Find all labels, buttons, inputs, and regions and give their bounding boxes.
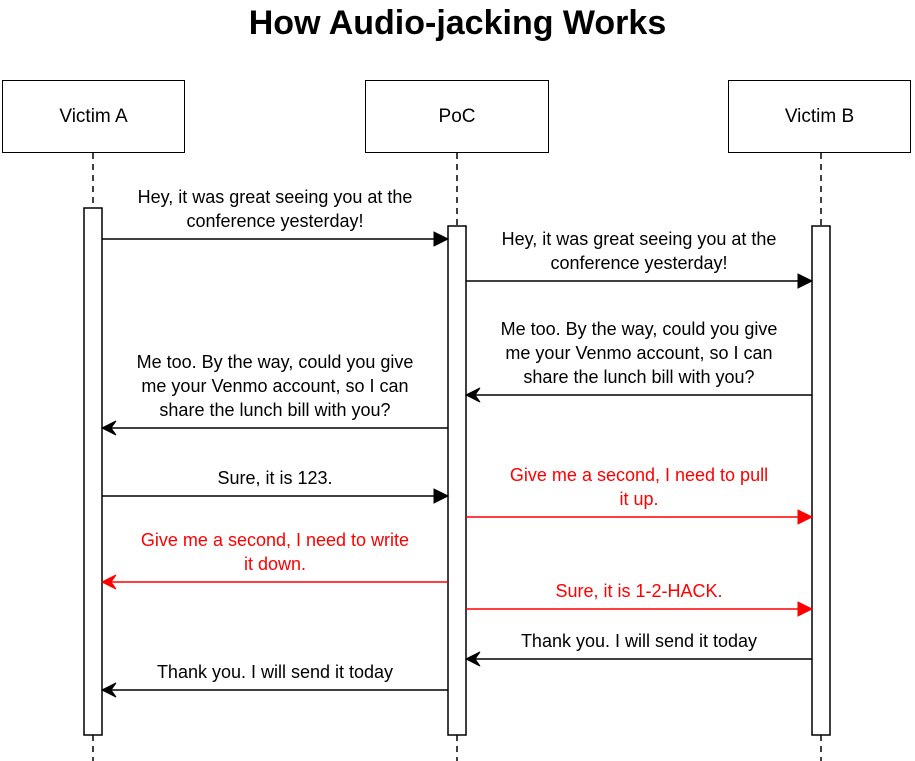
actor-victim-b: Victim B <box>728 80 911 153</box>
message-label-line: me your Venmo account, so I can <box>141 376 409 396</box>
message-label-line: it down. <box>243 554 307 574</box>
arrowhead-icon <box>433 231 450 247</box>
message-label: Hey, it was great seeing you at the confe… <box>466 227 812 275</box>
message-label-line: conference yesterday! <box>186 211 364 231</box>
arrowhead-icon <box>797 273 814 289</box>
actor-label: Victim B <box>784 105 855 127</box>
actor-victim-a: Victim A <box>2 80 185 153</box>
message-label-line: Sure, it is 1-2-HACK. <box>555 581 723 601</box>
message-label-line: me your Venmo account, so I can <box>505 343 773 363</box>
message-label-line: share the lunch bill with you? <box>159 400 391 420</box>
message-label: Thank you. I will send it today <box>466 629 812 653</box>
message-label: Hey, it was great seeing you at the confe… <box>102 185 448 233</box>
message-label-line: Hey, it was great seeing you at the <box>137 187 413 207</box>
message-label: Thank you. I will send it today <box>102 660 448 684</box>
actor-poc: PoC <box>365 80 549 153</box>
message-label: Sure, it is 1-2-HACK. <box>466 579 812 603</box>
message-label: Me too. By the way, could you give me you… <box>102 350 448 422</box>
actor-label: PoC <box>438 105 476 127</box>
arrowhead-icon <box>464 387 481 403</box>
arrowhead-icon <box>797 601 814 617</box>
message-label-line: share the lunch bill with you? <box>523 367 755 387</box>
message-label-line: Me too. By the way, could you give <box>136 352 414 372</box>
message-label-line: Thank you. I will send it today <box>520 631 758 651</box>
message-label-line: Give me a second, I need to write <box>140 530 410 550</box>
activation-bar-victim-b <box>811 225 831 736</box>
arrowhead-icon <box>100 420 117 436</box>
arrowhead-icon <box>100 682 117 698</box>
message-label: Me too. By the way, could you give me you… <box>466 317 812 389</box>
message-label-line: conference yesterday! <box>550 253 728 273</box>
message-label: Sure, it is 123. <box>102 466 448 490</box>
arrowhead-icon <box>797 509 814 525</box>
activation-bar-poc <box>447 225 467 736</box>
message-label-line: Sure, it is 123. <box>217 468 333 488</box>
message-label-line: Me too. By the way, could you give <box>500 319 778 339</box>
actor-label: Victim A <box>59 105 128 127</box>
message-label: Give me a second, I need to pull it up. <box>466 463 812 511</box>
message-label: Give me a second, I need to write it down… <box>102 528 448 576</box>
message-label-line: Thank you. I will send it today <box>156 662 394 682</box>
message-label-line: Hey, it was great seeing you at the <box>501 229 777 249</box>
activation-bar-victim-a <box>83 207 103 736</box>
arrowhead-icon <box>433 488 450 504</box>
arrowhead-icon <box>464 651 481 667</box>
arrowhead-icon <box>100 574 117 590</box>
message-label-line: it up. <box>619 489 659 509</box>
message-label-line: Give me a second, I need to pull <box>509 465 769 485</box>
diagram-title: How Audio-jacking Works <box>248 4 667 42</box>
